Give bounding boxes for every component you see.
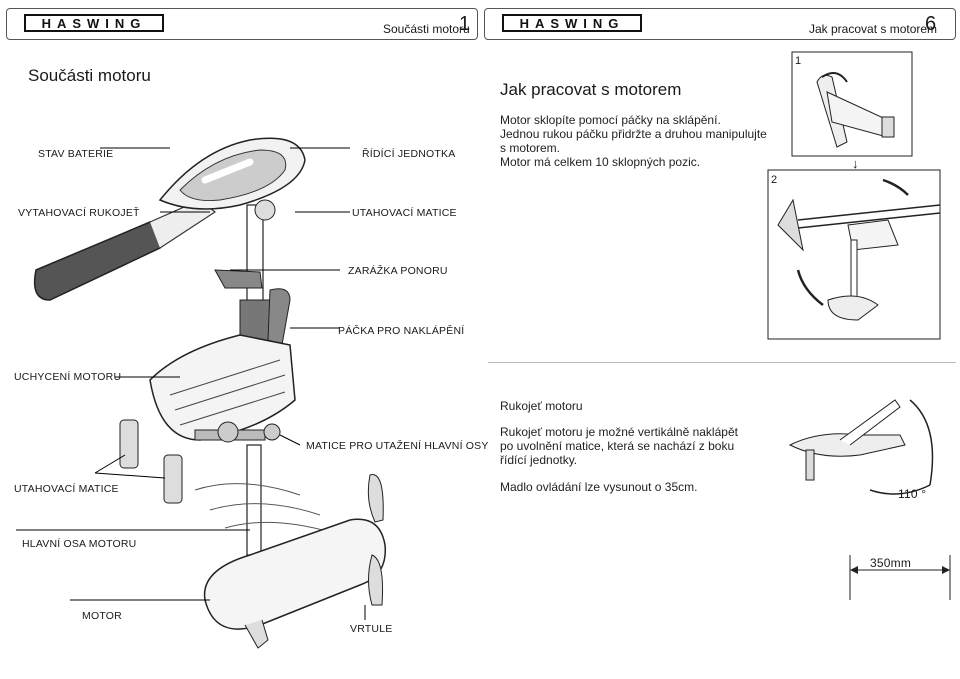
label-control-unit: ŘÍDÍCÍ JEDNOTKA [362, 148, 456, 160]
text-line: s motorem. [500, 141, 561, 155]
handle-tilt-figure [788, 399, 934, 495]
arrow-down-icon: ↓ [852, 156, 859, 171]
label-depth-stop: ZARÁŽKA PONORU [348, 265, 448, 277]
brand-logo: HASWING [24, 14, 164, 32]
brand-logo: HASWING [502, 14, 642, 32]
handle-extension-figure [849, 555, 951, 600]
angle-label: 110 ° [898, 487, 927, 501]
right-header: HASWING Jak pracovat s motorem 6 [484, 8, 956, 40]
length-label: 350mm [870, 556, 912, 570]
header-section-title: Součásti motoru [383, 22, 470, 36]
page-title: Součásti motoru [28, 66, 151, 85]
brand-text: HASWING [42, 16, 147, 31]
label-motor: MOTOR [82, 610, 122, 622]
text-line: po uvolnění matice, která se nachází z b… [500, 439, 735, 453]
section-divider [488, 362, 956, 363]
label-shaft-clamp-nut: MATICE PRO UTAŽENÍ HLAVNÍ OSY [306, 440, 489, 452]
step2-figure [767, 169, 941, 340]
label-telescopic-handle: VYTAHOVACÍ RUKOJEŤ [18, 207, 140, 219]
label-battery-status: STAV BATERIE [38, 148, 114, 160]
label-motor-mount: UCHYCENÍ MOTORU [14, 371, 122, 383]
text-line: řídící jednotky. [500, 453, 578, 467]
text-line: Jednou rukou páčku přidržte a druhou man… [500, 127, 767, 141]
step1-figure [791, 51, 913, 157]
tilt-instructions: Motor sklopíte pomocí páčky na sklápění.… [500, 113, 780, 169]
label-tilt-lever: PÁČKA PRO NAKLÁPĚNÍ [338, 325, 465, 337]
step1-number: 1 [795, 55, 802, 67]
section-title: Jak pracovat s motorem [500, 80, 682, 99]
motor-illustration [16, 137, 387, 649]
left-header: HASWING Součásti motoru 1 [6, 8, 478, 40]
label-propeller: VRTULE [350, 623, 393, 635]
text-line: Rukojeť motoru je možné vertikálně naklá… [500, 425, 738, 439]
step2-number: 2 [771, 174, 778, 186]
text-line: Motor sklopíte pomocí páčky na sklápění. [500, 113, 721, 127]
brand-text: HASWING [520, 16, 625, 31]
page-number: 6 [925, 13, 937, 35]
label-tighten-nut-top: UTAHOVACÍ MATICE [352, 207, 457, 219]
extension-instruction: Madlo ovládání lze vysunout o 35cm. [500, 480, 698, 494]
header-section-title: Jak pracovat s motorem [809, 22, 938, 36]
handle-instructions: Rukojeť motoru je možné vertikálně naklá… [500, 425, 780, 467]
page-number: 1 [459, 13, 471, 35]
text-line: Motor má celkem 10 sklopných pozic. [500, 155, 701, 169]
handle-title: Rukojeť motoru [500, 399, 583, 413]
label-tighten-nut-bottom: UTAHOVACÍ MATICE [14, 483, 119, 495]
label-main-shaft: HLAVNÍ OSA MOTORU [22, 538, 137, 550]
